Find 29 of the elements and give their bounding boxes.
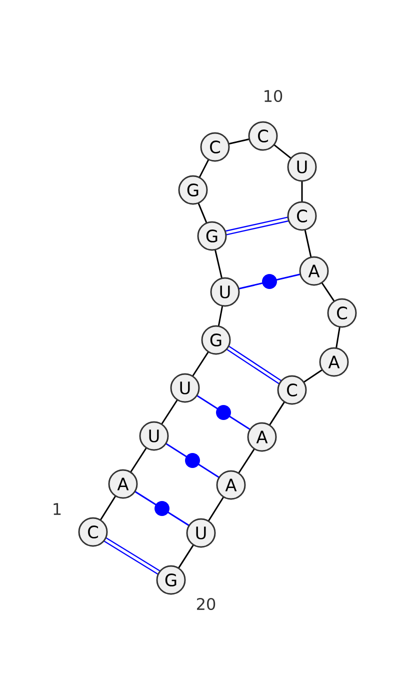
backbone-line: [238, 448, 256, 474]
backbone-line: [303, 369, 323, 383]
backbone-line: [304, 230, 312, 258]
backbone-line: [274, 144, 292, 159]
backbone-line: [160, 399, 178, 425]
position-number: 1: [54, 503, 61, 515]
base-pair-line: [226, 346, 282, 384]
backbone-line: [100, 495, 116, 521]
backbone-line: [208, 496, 224, 522]
backbone-line: [336, 326, 340, 348]
backbone-line: [130, 447, 148, 473]
base-pair-line: [225, 216, 289, 236]
backbone-line: [218, 306, 224, 326]
position-number: 10: [264, 90, 282, 102]
base-pair-line: [134, 490, 190, 526]
base-pair-line: [165, 442, 220, 478]
backbone-line: [268, 401, 286, 426]
backbone-line: [192, 351, 210, 377]
backbone-line: [228, 138, 250, 145]
backbone-line: [198, 159, 210, 178]
backbone-line: [214, 249, 223, 279]
base-pair-line: [104, 537, 160, 575]
backbone-line: [301, 181, 303, 202]
base-pair-line: [196, 394, 251, 430]
backbone-line: [321, 282, 335, 302]
backbone-line: [178, 544, 194, 569]
base-pair-line: [238, 273, 301, 290]
position-number: 20: [197, 598, 216, 610]
backbone-line: [198, 202, 208, 224]
